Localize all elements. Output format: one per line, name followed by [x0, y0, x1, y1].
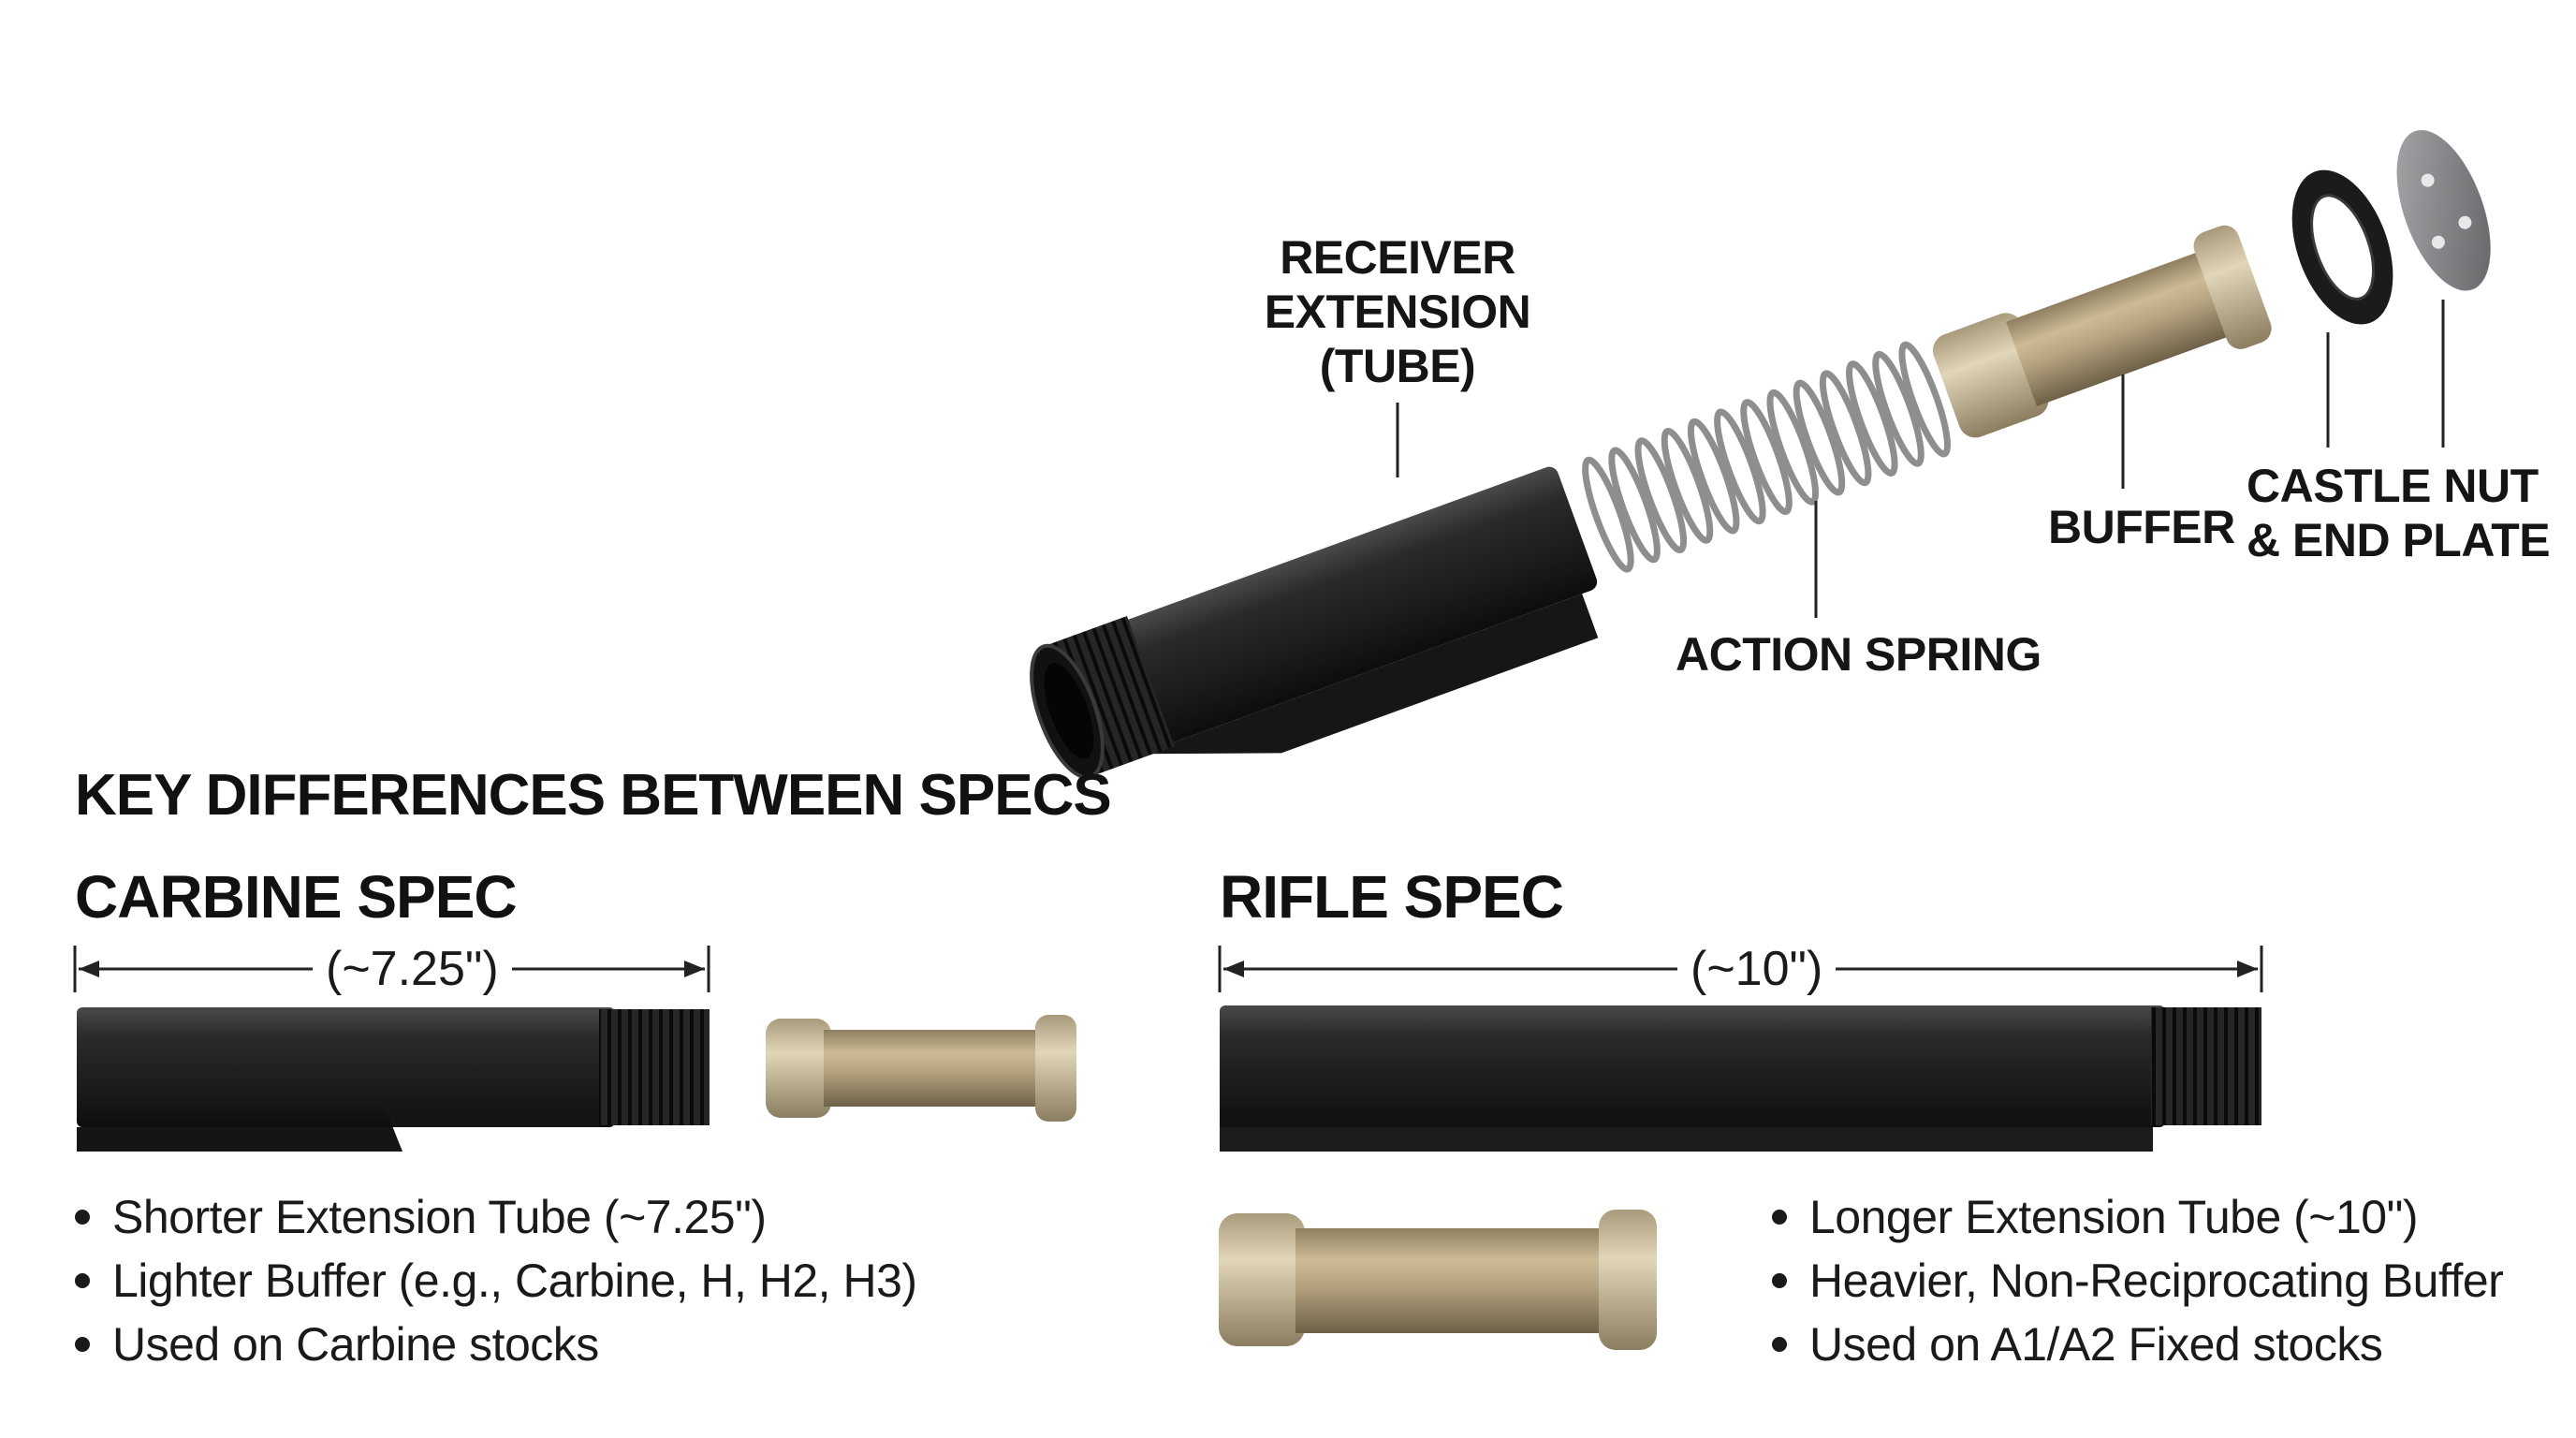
rifle-bullet-2: Heavier, Non-Reciprocating Buffer — [1772, 1249, 2504, 1313]
castle-nut-illustration — [2291, 169, 2393, 325]
spring-coil — [1740, 399, 1793, 516]
rifle-dimension-value: (~10") — [1677, 941, 1837, 997]
spring-coil — [1608, 447, 1661, 564]
castle-nut-label-line1: CASTLE NUT — [2247, 460, 2539, 512]
receiver-extension-label: RECEIVER EXTENSION (TUBE) — [1248, 230, 1547, 393]
carbine-bullet-2: Lighter Buffer (e.g., Carbine, H, H2, H3… — [75, 1249, 917, 1313]
spring-coil — [1582, 456, 1634, 573]
carbine-spec-title: CARBINE SPEC — [75, 863, 518, 931]
receiver-extension-label-line2: EXTENSION — [1264, 286, 1531, 338]
comparison-heading: KEY DIFFERENCES BETWEEN SPECS — [75, 763, 1112, 828]
buffer-label: BUFFER — [2048, 501, 2235, 553]
spring-coil — [1872, 350, 1925, 467]
exploded-assembly — [1030, 129, 2491, 780]
end-plate-illustration — [2396, 129, 2491, 291]
spring-coil — [1714, 408, 1766, 525]
receiver-tube-illustration — [1030, 466, 1599, 780]
castle-nut-end-plate-label: CASTLE NUT & END PLATE — [2247, 459, 2551, 567]
spring-coil — [1819, 370, 1872, 487]
rifle-tube-illustration — [1220, 1005, 2261, 1152]
carbine-tube-illustration — [77, 1007, 710, 1152]
spring-coil — [1793, 379, 1846, 496]
receiver-extension-label-line3: (TUBE) — [1319, 340, 1476, 392]
rifle-buffer-illustration — [1219, 1210, 1657, 1350]
spring-coil — [1687, 418, 1740, 535]
carbine-bullet-3: Used on Carbine stocks — [75, 1313, 917, 1376]
spring-coil — [1634, 437, 1688, 554]
rifle-spec-title: RIFLE SPEC — [1220, 863, 1564, 931]
receiver-extension-label-line1: RECEIVER — [1280, 231, 1515, 284]
spring-coil — [1898, 341, 1951, 458]
rifle-bullet-1: Longer Extension Tube (~10") — [1772, 1185, 2503, 1249]
carbine-buffer-illustration — [766, 1015, 1076, 1122]
spring-coil — [1661, 427, 1714, 544]
carbine-dimension-value: (~7.25") — [313, 941, 512, 997]
rifle-bullet-3: Used on A1/A2 Fixed stocks — [1772, 1313, 2503, 1376]
carbine-bullet-1: Shorter Extension Tube (~7.25") — [75, 1185, 917, 1249]
spring-coil — [1766, 389, 1820, 506]
rifle-bullet-list: Longer Extension Tube (~10") Heavier, No… — [1772, 1185, 2504, 1376]
spring-coil — [1846, 360, 1898, 477]
action-spring-label: ACTION SPRING — [1676, 628, 2042, 681]
action-spring-illustration — [1582, 341, 1951, 573]
carbine-bullet-list: Shorter Extension Tube (~7.25") Lighter … — [75, 1185, 917, 1376]
buffer-illustration — [1932, 225, 2272, 438]
castle-nut-label-line2: & END PLATE — [2247, 514, 2551, 566]
